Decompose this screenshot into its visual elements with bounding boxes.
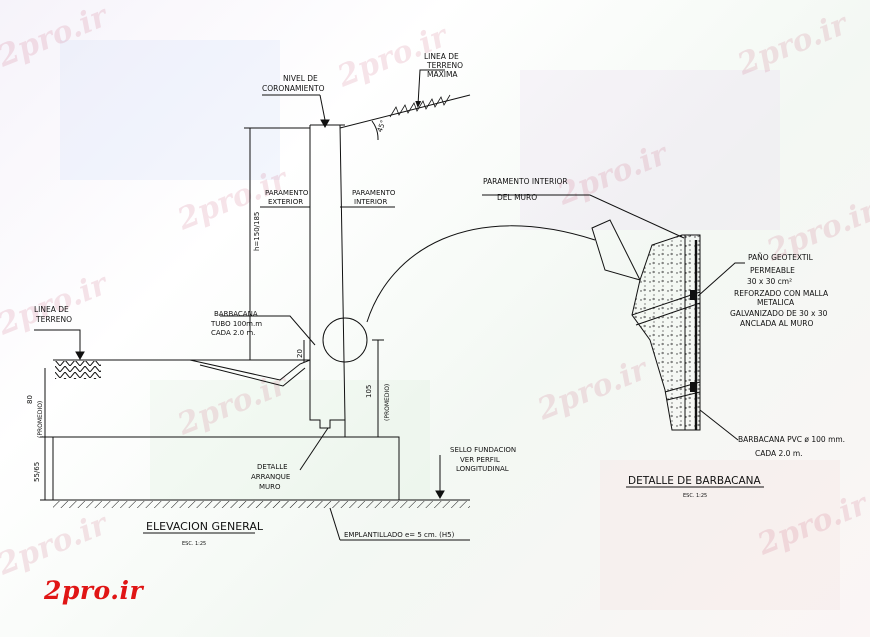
promedio-right: (PROMEDIO): [384, 384, 391, 421]
elevation-title: ELEVACION GENERAL: [146, 520, 264, 533]
geotextil-4: REFORZADO CON MALLA: [734, 289, 829, 298]
detail-param-2: DEL MURO: [497, 193, 537, 202]
geotextil-7: ANCLADA AL MURO: [740, 319, 813, 328]
watermark: 2pro.ir: [552, 136, 674, 213]
elevation-labels: NIVEL DE CORONAMIENTO LINEA DE TERRENO M…: [26, 52, 516, 547]
site-logo[interactable]: 2pro.ir: [44, 576, 144, 605]
detail-param-1: PARAMENTO INTERIOR: [483, 177, 568, 186]
elevation-scale: ESC. 1:25: [182, 541, 206, 547]
watermark: 2pro.ir: [172, 366, 294, 443]
dim-105: 105: [365, 385, 373, 398]
barbacana-pvc: BARBACANA PVC ø 100 mm.: [738, 435, 845, 444]
sello-label-2: VER PERFIL: [460, 456, 500, 464]
max-terrain-line: [339, 94, 471, 129]
barbacana-label-1: BARBACANA: [214, 310, 258, 318]
geotextil-3: 30 x 30 cm²: [747, 277, 792, 286]
emplantillado-hatch: [53, 501, 470, 508]
emplantillado-label: EMPLANTILLADO e= 5 cm. (H5): [344, 531, 455, 539]
detail-scale: ESC. 1:25: [683, 493, 707, 499]
angle-arc: [371, 120, 379, 141]
watermark: 2pro.ir: [752, 486, 870, 563]
dim-20: 20: [296, 349, 304, 358]
nivel-label-1: NIVEL DE: [283, 74, 318, 83]
terreno-max-label-3: MAXIMA: [427, 70, 458, 79]
detalle-label-3: MURO: [259, 483, 281, 491]
angle-label: 45°: [376, 119, 388, 133]
watermark: 2pro.ir: [0, 506, 114, 583]
detalle-label-1: DETALLE: [257, 463, 288, 471]
geotextil-5: METALICA: [757, 298, 795, 307]
param-int-1: PARAMENTO: [352, 189, 396, 197]
pvc-pipe: [631, 291, 701, 326]
sello-marker: [435, 490, 445, 500]
promedio-left: (PROMEDIO): [37, 401, 44, 438]
foundation-footing: [52, 436, 400, 501]
detail-cada: CADA 2.0 m.: [755, 449, 803, 458]
detalle-label-2: ARRANQUE: [251, 473, 290, 481]
elevation-general: [34, 69, 641, 541]
detail-labels: PARAMENTO INTERIOR DEL MURO PAÑO GEOTEXT…: [483, 177, 845, 499]
sello-label-3: LONGITUDINAL: [456, 465, 509, 473]
terreno-label-1: LINEA DE: [34, 305, 69, 314]
terreno-max-label-1: LINEA DE: [424, 52, 459, 61]
wall-section: [631, 234, 701, 431]
geotextil-6: GALVANIZADO DE 30 x 30: [730, 309, 828, 318]
detail-arrowhead: [591, 219, 641, 281]
sello-label-1: SELLO FUNDACION: [450, 446, 516, 454]
detail-arrow: [366, 225, 596, 323]
nivel-label-2: CORONAMIENTO: [262, 84, 325, 93]
watermark: 2pro.ir: [732, 6, 854, 83]
terreno-label-2: TERRENO: [35, 315, 72, 324]
param-ext-1: PARAMENTO: [265, 189, 309, 197]
nivel-marker: [320, 119, 330, 129]
terrain-hatch: [55, 361, 101, 379]
watermark: 2pro.ir: [532, 351, 654, 428]
max-terrain-hatch: [389, 94, 451, 118]
barbacana-label-3: CADA 2.0 m.: [211, 329, 255, 337]
param-int-2: INTERIOR: [354, 198, 387, 206]
watermark: 2pro.ir: [0, 0, 114, 75]
dim-80: 80: [26, 395, 34, 404]
detail-title: DETALLE DE BARBACANA: [628, 475, 761, 487]
detalle-barbacana: [482, 194, 764, 488]
barbacana-label-2: TUBO 100m.m: [210, 320, 262, 328]
barbacana-callout-circle: [322, 317, 368, 363]
dim-55: 55/65: [33, 462, 41, 482]
terreno-max-label-2: TERRENO: [426, 61, 463, 70]
barbacana-pipe: [189, 359, 311, 387]
geotextil-1: PAÑO GEOTEXTIL: [748, 253, 814, 262]
geotextil-2: PERMEABLE: [750, 266, 795, 275]
height-dim: h=150/185: [253, 212, 261, 251]
terreno-marker: [75, 351, 85, 361]
wall-stem: [309, 124, 346, 437]
param-ext-2: EXTERIOR: [268, 198, 303, 206]
